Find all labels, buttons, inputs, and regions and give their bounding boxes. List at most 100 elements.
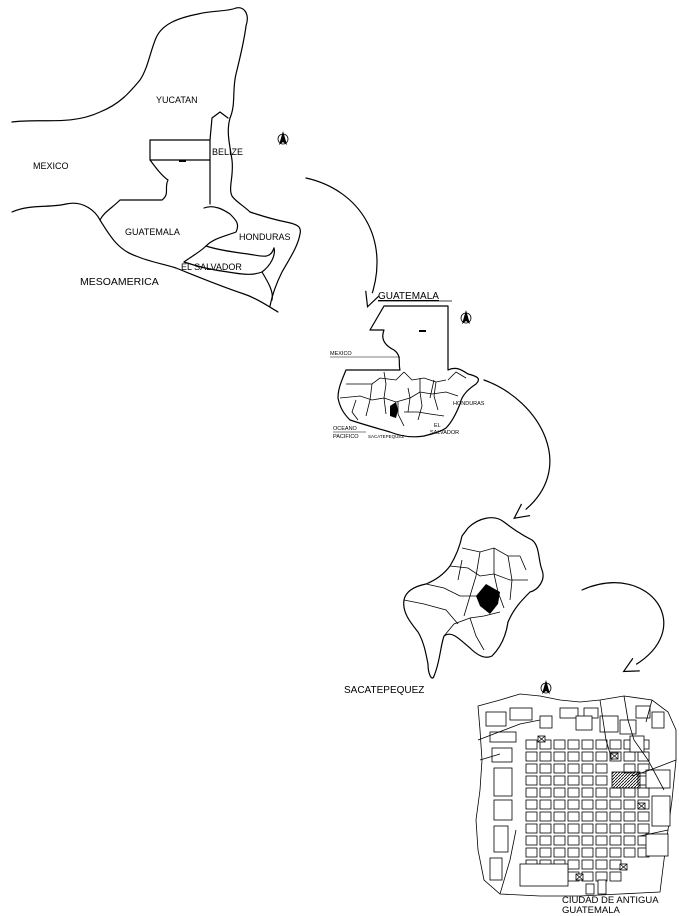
city-block: [539, 835, 552, 846]
city-block: [539, 751, 552, 762]
department-borders: [339, 371, 467, 427]
city-block: [581, 763, 594, 774]
city-block: [575, 715, 593, 731]
honduras-salvador-border: [205, 245, 275, 257]
city-block: [581, 751, 594, 762]
city-block: [637, 823, 650, 834]
city-block: [553, 799, 566, 810]
zoom-arrow-icon: [483, 379, 551, 514]
city-block: [493, 799, 513, 821]
city-block: [567, 775, 580, 786]
city-block: [567, 799, 580, 810]
city-block: [567, 811, 580, 822]
city-block: [525, 763, 538, 774]
city-block: [539, 763, 552, 774]
belize-border: [209, 111, 229, 205]
city-block: [539, 739, 552, 750]
city-block: [559, 707, 579, 719]
city-block: [525, 799, 538, 810]
honduras-coastline: [249, 211, 301, 307]
city-block: [609, 823, 622, 834]
city-block: [509, 707, 533, 721]
hatched-landmark: [611, 771, 641, 789]
city-block: [553, 739, 566, 750]
mesoamerica-title: MESOAMERICA: [80, 276, 159, 288]
city-block: [595, 847, 608, 858]
label-honduras-small: HONDURAS: [453, 401, 485, 407]
mexico-guatemala-border: [99, 139, 211, 221]
city-block: [581, 739, 594, 750]
guatemala-map: GUATEMALA MEXICO HONDURAS EL SALVADOR: [330, 291, 485, 440]
city-block: [539, 823, 552, 834]
city-block: [567, 823, 580, 834]
sacatepequez-highlight: [390, 402, 398, 418]
city-block: [581, 871, 594, 882]
city-block: [539, 715, 553, 729]
city-block: [595, 775, 608, 786]
city-block: [567, 763, 580, 774]
city-block: [581, 859, 594, 870]
label-mexico-small: MEXICO: [330, 351, 352, 357]
city-block: [525, 835, 538, 846]
city-block: [553, 835, 566, 846]
label-salvador: SALVADOR: [430, 430, 459, 436]
label-el-salvador: EL SALVADOR: [181, 262, 242, 272]
guatemala-east-border: [183, 206, 239, 263]
antigua-municipality-highlight: [476, 584, 500, 614]
city-block: [581, 835, 594, 846]
city-block: [623, 751, 636, 762]
city-block: [595, 811, 608, 822]
label-el: EL: [434, 423, 441, 429]
city-block: [645, 833, 669, 857]
label-honduras: HONDURAS: [239, 232, 291, 242]
label-sacatepequez-small: SACATEPEQUEZ: [368, 434, 404, 439]
city-block: [651, 711, 665, 729]
city-block: [525, 751, 538, 762]
city-block: [623, 835, 636, 846]
city-block: [623, 847, 636, 858]
city-block: [567, 739, 580, 750]
city-block: [581, 799, 594, 810]
city-block: [609, 835, 622, 846]
city-block: [619, 719, 637, 735]
city-block: [609, 847, 622, 858]
city-block: [581, 775, 594, 786]
belize-coastline: [227, 117, 251, 213]
city-block: [595, 823, 608, 834]
city-block: [567, 859, 580, 870]
mesoamerica-map: YUCATAN MEXICO BELIZE GUATEMALA HONDURAS…: [11, 7, 301, 313]
city-block: [525, 739, 538, 750]
north-arrow-icon: [277, 131, 289, 145]
city-block: [491, 747, 513, 763]
city-block: [623, 811, 636, 822]
city-block: [553, 763, 566, 774]
city-block: [609, 859, 622, 870]
yucatan-coastline: [11, 7, 248, 123]
city-block: [553, 775, 566, 786]
city-block: [595, 859, 608, 870]
city-block: [525, 787, 538, 798]
city-block: [539, 799, 552, 810]
guatemala-title: GUATEMALA: [378, 291, 439, 302]
guatemala-outline: [337, 305, 480, 438]
label-oceano: OCEANO: [333, 426, 358, 432]
label-yucatan: YUCATAN: [156, 95, 198, 105]
city-block: [485, 711, 507, 727]
city-block: [595, 799, 608, 810]
label-guatemala: GUATEMALA: [125, 227, 180, 237]
capital-marker: [179, 160, 186, 162]
city-block: [567, 787, 580, 798]
city-block: [553, 823, 566, 834]
city-block: [567, 751, 580, 762]
antigua-title-line1: CIUDAD DE ANTIGUA: [562, 895, 659, 906]
city-block: [489, 731, 517, 743]
city-block: [553, 787, 566, 798]
sacatepequez-map: SACATEPEQUEZ: [344, 517, 544, 696]
city-block: [567, 835, 580, 846]
label-belize: BELIZE: [212, 147, 243, 157]
city-block: [637, 787, 650, 798]
sacatepequez-outline: [403, 517, 544, 679]
city-block: [623, 799, 636, 810]
